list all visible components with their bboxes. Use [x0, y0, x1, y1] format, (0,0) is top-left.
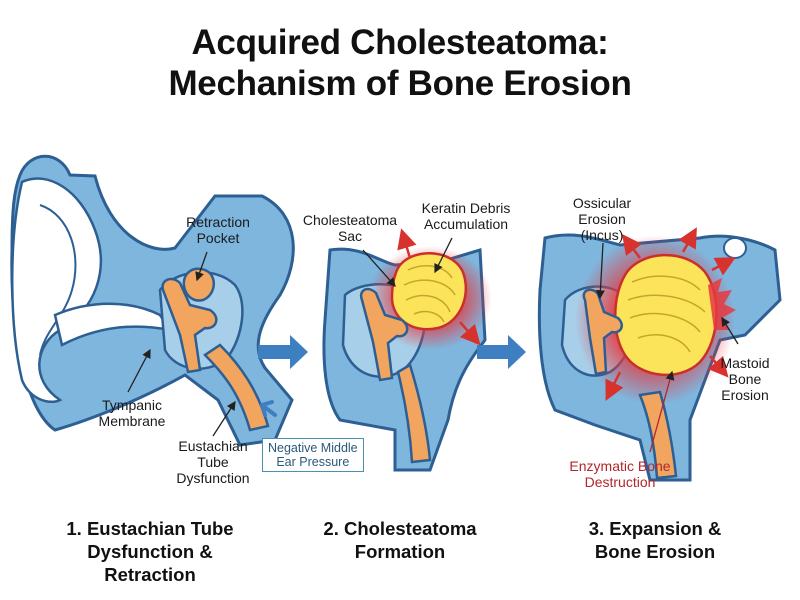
caption-panel-2: 2. Cholesteatoma Formation: [323, 518, 477, 562]
panel-1-illustration: [10, 154, 295, 447]
panel-3-illustration: [537, 227, 782, 482]
label-eustachian-tube: Eustachian Tube Dysfunction: [176, 438, 250, 486]
process-arrow-2: [477, 335, 526, 369]
diagram-title: Acquired Cholesteatoma: Mechanism of Bon…: [0, 22, 800, 104]
title-line-1: Acquired Cholesteatoma:: [191, 23, 609, 62]
pressure-arrow-1: [260, 400, 277, 417]
mastoid-erosion-zone-3: [708, 278, 736, 330]
eustachian-tube-3: [638, 390, 678, 480]
panel-2-illustration: [322, 228, 492, 472]
label-keratin-debris: Keratin Debris Accumulation: [421, 200, 511, 232]
label-cholesteatoma-sac: Cholesteatoma Sac: [302, 212, 398, 244]
ossicles-2: [359, 287, 409, 382]
label-enzymatic-destruction: Enzymatic Bone Destruction: [569, 458, 671, 490]
ossicles-1: [161, 277, 218, 374]
auricle-1: [10, 177, 103, 404]
caption-panel-1: 1. Eustachian Tube Dysfunction & Retract…: [66, 518, 234, 585]
cholesteatoma-sac-2: [390, 252, 468, 331]
title-line-2: Mechanism of Bone Erosion: [168, 64, 632, 103]
caption-panel-3: 3. Expansion & Bone Erosion: [588, 518, 722, 562]
eustachian-tube-2: [396, 363, 432, 464]
label-ossicular-erosion: Ossicular Erosion (Incus): [572, 195, 632, 243]
eustachian-tube-1: [203, 343, 270, 432]
label-mastoid-erosion: Mastoid Bone Erosion: [720, 355, 770, 403]
eroded-ossicles-3: [582, 288, 623, 376]
process-arrow-1: [258, 335, 308, 369]
label-negative-pressure: Negative Middle Ear Pressure: [262, 438, 364, 472]
label-retraction-pocket: Retraction Pocket: [186, 214, 250, 246]
retraction-pocket-1: [182, 267, 215, 302]
label-tympanic-membrane: Tympanic Membrane: [98, 397, 166, 429]
